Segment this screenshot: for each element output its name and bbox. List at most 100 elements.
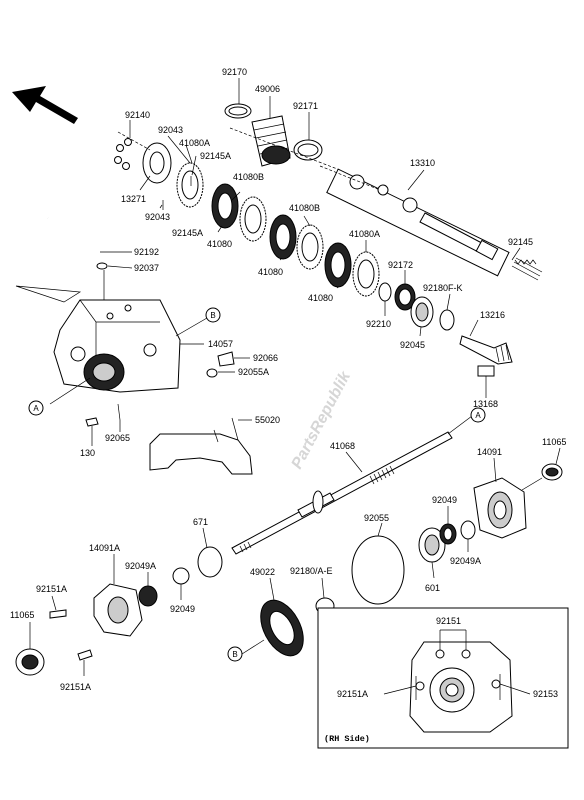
- label-92172: 92172: [388, 260, 413, 270]
- o-ring-671: [197, 546, 223, 578]
- label-92045: 92045: [400, 340, 425, 350]
- cover-14091: [473, 477, 527, 539]
- bearing-601: [418, 527, 446, 563]
- plug-92066: [217, 351, 235, 367]
- stud-92065: [117, 403, 121, 421]
- small-balls-92140: [114, 138, 132, 170]
- label-92151-inset: 92151: [436, 616, 461, 626]
- label-92145a-lower: 92145A: [172, 228, 203, 238]
- label-92153-inset: 92153: [533, 689, 558, 699]
- clutch-plate-41080b-1: [239, 196, 267, 242]
- oil-seal-92049a-right: [460, 520, 476, 540]
- ring-gear-49022: [260, 599, 304, 657]
- label-92066: 92066: [253, 353, 278, 363]
- label-92210: 92210: [366, 319, 391, 329]
- pinion-13216: [459, 335, 513, 365]
- label-13168: 13168: [473, 399, 498, 409]
- label-92180f-k: 92180F-K: [423, 283, 463, 293]
- label-13271: 13271: [121, 194, 146, 204]
- label-92049a-right: 92049A: [450, 556, 481, 566]
- part-number-labels: 92170 49006 92171 92140 92043 41080A 921…: [10, 67, 566, 699]
- label-41080b-upper: 41080B: [233, 172, 264, 182]
- oil-seal-92049-right: [439, 523, 457, 545]
- label-92049-left: 92049: [170, 604, 195, 614]
- label-92180a-e: 92180/A-E: [290, 566, 333, 576]
- label-11065-right: 11065: [542, 437, 566, 447]
- bolt-130: [85, 417, 99, 427]
- shim-92180f-k: [439, 309, 455, 331]
- label-49006: 49006: [255, 84, 280, 94]
- cap-11065-right: [541, 463, 563, 481]
- label-92145: 92145: [508, 237, 533, 247]
- o-ring-92055: [351, 535, 405, 605]
- callout-b-upper: B: [205, 307, 221, 323]
- clutch-plate-41080a-2: [352, 251, 380, 297]
- oil-seal-92049a-left: [138, 585, 158, 607]
- label-49022: 49022: [250, 567, 275, 577]
- guard-55020: [149, 417, 253, 475]
- label-92151a-inset: 92151A: [337, 689, 368, 699]
- leader-lines: [15, 78, 561, 676]
- label-92151a-left-lower: 92151A: [60, 682, 91, 692]
- boot-49006: [251, 115, 291, 167]
- label-41080b-lower: 41080B: [289, 203, 320, 213]
- inset-caption: (RH Side): [324, 734, 370, 744]
- label-11065-left: 11065: [10, 610, 34, 620]
- joint-13168: [477, 365, 495, 388]
- label-41080a-lower: 41080A: [349, 229, 380, 239]
- rh-side-inset: (RH Side): [317, 607, 569, 749]
- label-92043-lower: 92043: [145, 212, 170, 222]
- shim-92210: [378, 282, 392, 302]
- bearing-92045: [410, 296, 434, 328]
- label-41080-second: 41080: [258, 267, 283, 277]
- svg-text:B: B: [232, 650, 237, 659]
- label-41080-third: 41080: [308, 293, 333, 303]
- label-41080a-upper: 41080A: [179, 138, 210, 148]
- label-130: 130: [80, 448, 95, 458]
- washer-92055a: [206, 368, 218, 378]
- label-14057: 14057: [208, 339, 233, 349]
- drive-shaft-41068: [231, 431, 453, 555]
- label-92171: 92171: [293, 101, 318, 111]
- callout-a-upper: A: [28, 400, 44, 416]
- universal-joint-13310: [326, 168, 510, 277]
- front-direction-arrow-icon: [12, 86, 78, 124]
- label-92055: 92055: [364, 513, 389, 523]
- label-671: 671: [193, 517, 208, 527]
- svg-text:A: A: [33, 404, 39, 413]
- bolt-92151a-left-upper: [49, 609, 67, 619]
- label-92049-right: 92049: [432, 495, 457, 505]
- label-92043-upper: 92043: [158, 125, 183, 135]
- label-13310: 13310: [410, 158, 435, 168]
- cam-plate-13271: [142, 142, 172, 184]
- bolt-92151a-left-lower: [77, 649, 93, 661]
- clutch-disc-41080-3: [324, 242, 352, 288]
- clutch-disc-41080-2: [269, 214, 297, 260]
- label-92192: 92192: [134, 247, 159, 257]
- label-55020: 55020: [255, 415, 280, 425]
- gear-case-14057: [53, 299, 181, 393]
- svg-text:B: B: [210, 311, 215, 320]
- clutch-plate-41080b-2: [296, 224, 324, 270]
- clutch-disc-41080-1: [211, 183, 239, 229]
- breather-hose-92192: [47, 216, 107, 263]
- label-92140: 92140: [125, 110, 150, 120]
- svg-text:A: A: [475, 411, 481, 420]
- label-41080-first: 41080: [207, 239, 232, 249]
- boot-clamp-92170: [224, 103, 252, 119]
- callout-a-lower: A: [470, 407, 486, 423]
- label-601: 601: [425, 583, 440, 593]
- label-92170: 92170: [222, 67, 247, 77]
- label-14091: 14091: [477, 447, 502, 457]
- cover-14091a: [93, 583, 143, 637]
- label-92145a-upper: 92145A: [200, 151, 231, 161]
- callout-b-lower: B: [227, 646, 243, 662]
- spring-92145: [511, 257, 543, 281]
- cap-11065-left: [15, 648, 45, 676]
- pins-92145a: [162, 176, 192, 210]
- oil-seal-92049-left: [172, 567, 190, 585]
- label-13216: 13216: [480, 310, 505, 320]
- label-92151a-left-upper: 92151A: [36, 584, 67, 594]
- label-92037: 92037: [134, 263, 159, 273]
